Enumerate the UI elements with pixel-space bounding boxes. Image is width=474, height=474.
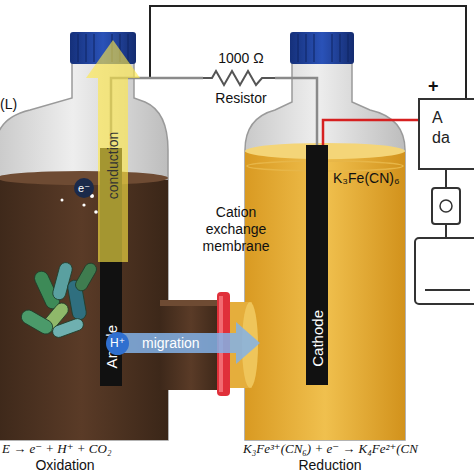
conduction-arrow (86, 40, 140, 262)
oxidation-equation: E → e⁻ + H⁺ + CO₂ (2, 440, 111, 457)
conduction-label: conduction (105, 111, 122, 221)
membrane-label: Cation exchange membrane (188, 204, 284, 255)
migration-label: migration (142, 335, 200, 352)
circuit-wire (111, 78, 317, 148)
catholyte-formula: K₃Fe(CN)₆ (333, 170, 400, 187)
node-text: Cathode (309, 310, 326, 367)
oxidation-label: Oxidation (15, 457, 115, 474)
migration-arrow (120, 322, 260, 364)
resistor-symbol (203, 71, 275, 85)
polarity-sign: + (428, 78, 439, 95)
cathode-electrode: Cathode (306, 145, 328, 385)
resistance-value: 1000 Ω (200, 50, 282, 67)
proton-symbol: H⁺ (106, 332, 129, 355)
circuit-wire (323, 120, 418, 145)
node-text: A (432, 108, 474, 128)
electron-symbol: e⁻ (74, 178, 94, 198)
node-text: da (432, 128, 474, 148)
resistor-label: Resistor (200, 90, 282, 107)
data-acquisition-box: Ada (418, 98, 474, 170)
volume-fragment: (L) (0, 96, 17, 113)
reduction-label: Reduction (280, 457, 380, 474)
reduction-equation: K₃Fe³⁺(CN₆) + e⁻ → K₄Fe²⁺(CN (243, 440, 418, 457)
